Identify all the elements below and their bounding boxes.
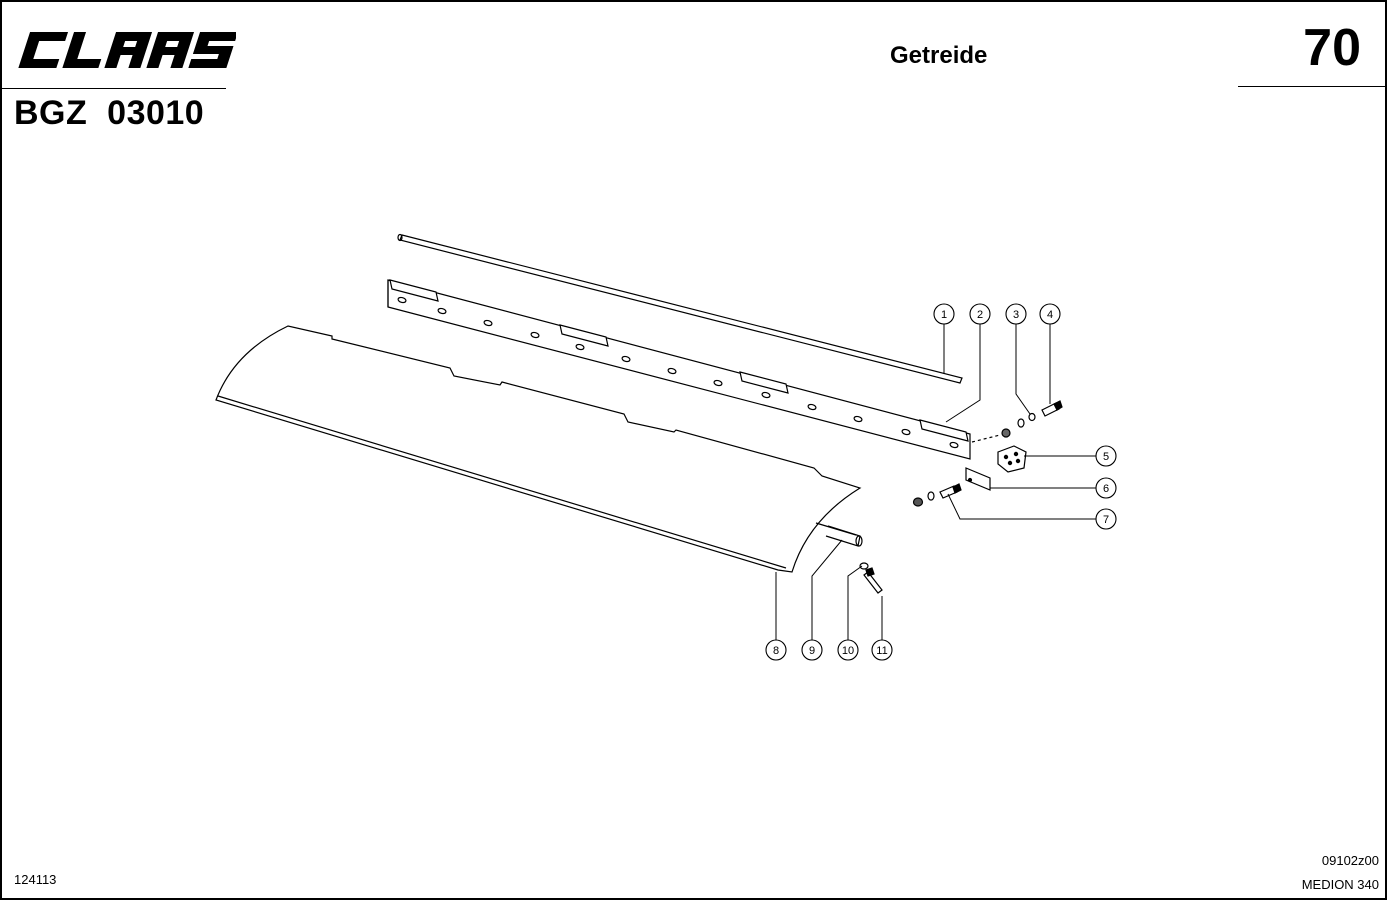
header-rule-right [1238, 86, 1387, 87]
leader-lines [775, 324, 1096, 640]
rod-part [397, 233, 963, 384]
callout-4: 4 [1039, 303, 1061, 325]
small-plate-part [965, 467, 991, 491]
callout-3: 3 [1005, 303, 1027, 325]
svg-text:9: 9 [809, 645, 815, 657]
footer-left-code: 124113 [14, 872, 57, 887]
svg-text:8: 8 [773, 645, 779, 657]
cover-sheet-part [215, 325, 862, 573]
callout-9: 9 [801, 639, 823, 661]
callout-8: 8 [765, 639, 787, 661]
svg-text:4: 4 [1047, 309, 1053, 321]
callout-1: 1 [933, 303, 955, 325]
callout-2: 2 [969, 303, 991, 325]
callout-5: 5 [1095, 445, 1117, 467]
svg-text:3: 3 [1013, 309, 1019, 321]
svg-text:5: 5 [1103, 451, 1109, 463]
svg-text:1: 1 [941, 309, 947, 321]
footer-drawing-code: 09102z00 [1321, 853, 1379, 868]
svg-text:7: 7 [1103, 514, 1109, 526]
callout-7: 7 [1095, 508, 1117, 530]
header-rule-left [2, 88, 226, 89]
svg-text:10: 10 [842, 645, 854, 657]
bracket-plate-part [997, 445, 1027, 473]
svg-text:6: 6 [1103, 483, 1109, 495]
mounting-rail-part [387, 279, 971, 460]
callout-11: 11 [871, 639, 893, 661]
plate-fastener-parts [912, 483, 962, 507]
svg-text:2: 2 [977, 309, 983, 321]
category-title: Getreide [890, 42, 988, 69]
group-number: 70 [1303, 19, 1361, 77]
claas-logo [18, 32, 236, 68]
callout-10: 10 [837, 639, 859, 661]
shaft-part [815, 522, 863, 547]
svg-text:11: 11 [876, 645, 887, 657]
footer-model: MEDION 340 [1301, 877, 1379, 892]
rail-fastener-parts [971, 400, 1063, 443]
callouts: 1 2 3 4 5 6 7 [765, 303, 1117, 661]
doc-code: BGZ 03010 [14, 94, 205, 132]
washer-bolt-part [859, 562, 883, 594]
callout-6: 6 [1095, 477, 1117, 499]
